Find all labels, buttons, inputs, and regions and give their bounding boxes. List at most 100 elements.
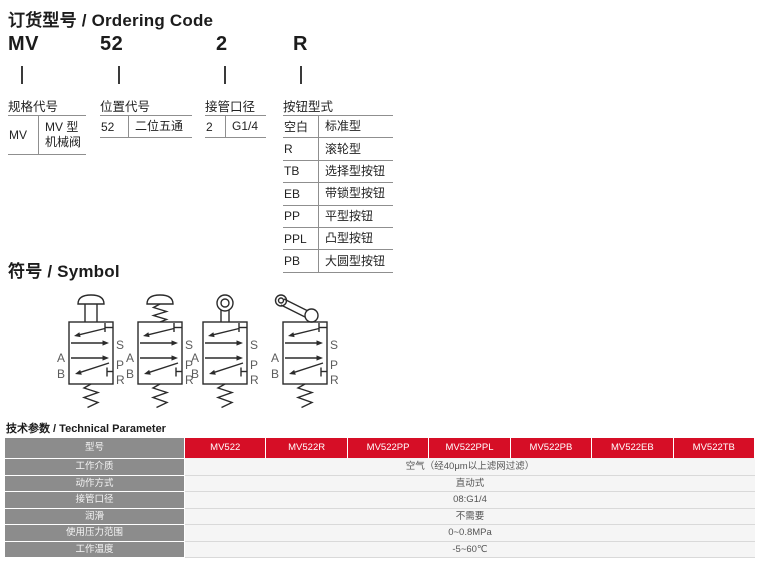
code-tick (224, 66, 226, 84)
table-row: PB 大圆型按钮 (283, 250, 393, 273)
code-part-mv: MV (8, 33, 39, 55)
param-label-cell: 工作介质 (5, 459, 185, 476)
port-label-b: B (191, 367, 199, 381)
valve-body-icon: A B S P R (126, 321, 194, 409)
model-cell: MV522 (185, 438, 267, 459)
table-row: MV MV 型 机械阀 (8, 116, 86, 155)
code-tick (118, 66, 120, 84)
model-cell: MV522PP (347, 438, 430, 459)
desc-cell: 选择型按钮 (325, 163, 386, 178)
valve-body-icon: A B S P R (57, 321, 125, 409)
symbol-title: 符号 / Symbol (8, 262, 120, 281)
desc-cell: 二位五通 (135, 119, 184, 134)
port-label-r: R (330, 373, 339, 387)
port-label-p: P (185, 358, 193, 372)
param-label-cell: 润滑 (5, 508, 185, 525)
code-cell: 2 (205, 116, 226, 138)
code-tick (21, 66, 23, 84)
ordering-title: 订货型号 / Ordering Code (8, 11, 214, 30)
valve-symbol-roller: A B S P R (175, 292, 275, 424)
desc-cell: 平型按钮 (325, 208, 374, 223)
table-row: 2 G1/4 (205, 116, 266, 139)
mushroom-button-icon (77, 294, 105, 322)
code-cell: PB (283, 250, 319, 272)
valve-symbol-standard-button: A B S P R (41, 292, 141, 424)
code-cell: TB (283, 160, 319, 183)
table-row: PPL 凸型按钮 (283, 227, 393, 251)
table-row: 空白 标准型 (283, 116, 393, 139)
valve-symbol-roller-lever: A B S P R (255, 292, 355, 424)
spring-stem-button-icon (146, 294, 174, 323)
valve-body-icon: A B S P R (191, 321, 259, 409)
param-label-cell: 动作方式 (5, 475, 185, 492)
param-value-cell: 0~0.8MPa (185, 525, 755, 542)
model-cell: MV522PB (510, 438, 593, 459)
code-cell: 52 (100, 116, 129, 138)
port-label-a: A (126, 351, 134, 365)
port-label-p: P (330, 358, 338, 372)
port-size-table: 2 G1/4 (205, 115, 266, 139)
port-label-b: B (126, 367, 134, 381)
code-part-r: R (293, 33, 308, 55)
desc-cell: 带锁型按钮 (325, 186, 386, 201)
code-cell: PP (283, 205, 319, 227)
table-row: EB 带锁型按钮 (283, 183, 393, 206)
param-value-cell: 不需要 (185, 508, 755, 525)
position-code-table: 52 二位五通 (100, 115, 192, 139)
port-label-b: B (57, 367, 65, 381)
spec-code-table: MV MV 型 机械阀 (8, 115, 86, 155)
param-value-cell: 08:G1/4 (185, 492, 755, 509)
port-label-p: P (250, 358, 258, 372)
code-cell: 空白 (283, 116, 319, 138)
port-label-a: A (271, 351, 279, 365)
roller-icon (216, 294, 234, 322)
model-cell: MV522PPL (429, 438, 511, 459)
part-label-button: 按钮型式 (283, 100, 334, 114)
desc-cell: 凸型按钮 (325, 231, 374, 246)
part-label-spec: 规格代号 (8, 100, 59, 114)
port-label-r: R (185, 373, 194, 387)
port-label-b: B (271, 367, 279, 381)
code-cell: R (283, 138, 319, 160)
table-row: PP 平型按钮 (283, 205, 393, 228)
port-label-s: S (116, 338, 124, 352)
param-label-cell: 工作温度 (5, 541, 185, 558)
tech-title: 技术参数 / Technical Parameter (6, 423, 166, 435)
desc-cell: 标准型 (325, 119, 362, 134)
table-row: R 滚轮型 (283, 138, 393, 161)
code-cell: MV (8, 116, 39, 154)
desc-cell: G1/4 (232, 119, 259, 134)
port-label-r: R (116, 373, 125, 387)
model-cell: MV522TB (673, 438, 755, 459)
port-label-s: S (185, 338, 193, 352)
model-cell: MV522R (266, 438, 348, 459)
table-row: TB 选择型按钮 (283, 160, 393, 184)
param-value-cell: -5~60℃ (185, 541, 755, 558)
param-value-cell: 空气（经40μm以上滤网过滤） (185, 459, 755, 476)
port-label-s: S (250, 338, 258, 352)
port-label-s: S (330, 338, 338, 352)
desc-cell: 大圆型按钮 (325, 253, 386, 268)
part-label-port: 接管口径 (205, 100, 256, 114)
table-row: 52 二位五通 (100, 116, 192, 139)
desc-cell: MV 型 机械阀 (45, 120, 82, 149)
valve-body-icon: A B S P R (271, 321, 339, 409)
roller-lever-icon (274, 294, 319, 323)
param-value-cell: 直动式 (185, 475, 755, 492)
port-label-a: A (191, 351, 199, 365)
code-part-2: 2 (216, 33, 228, 55)
code-cell: PPL (283, 227, 319, 250)
code-part-52: 52 (100, 33, 124, 55)
model-cell: MV522EB (592, 438, 674, 459)
port-label-a: A (57, 351, 65, 365)
valve-symbol-spring-stem-button: A B S P R (110, 292, 210, 424)
param-label-cell: 接管口径 (5, 492, 185, 509)
model-header-cell: 型号 (5, 438, 185, 459)
tech-parameter-table: 型号 MV522 MV522R MV522PP MV522PPL MV522PB… (5, 438, 755, 558)
desc-cell: 滚轮型 (325, 141, 362, 156)
button-type-table: 空白 标准型 R 滚轮型 TB 选择型按钮 EB 带锁型按钮 PP 平型按钮 P… (283, 115, 393, 273)
code-cell: EB (283, 183, 319, 205)
port-label-p: P (116, 358, 124, 372)
part-label-position: 位置代号 (100, 100, 151, 114)
